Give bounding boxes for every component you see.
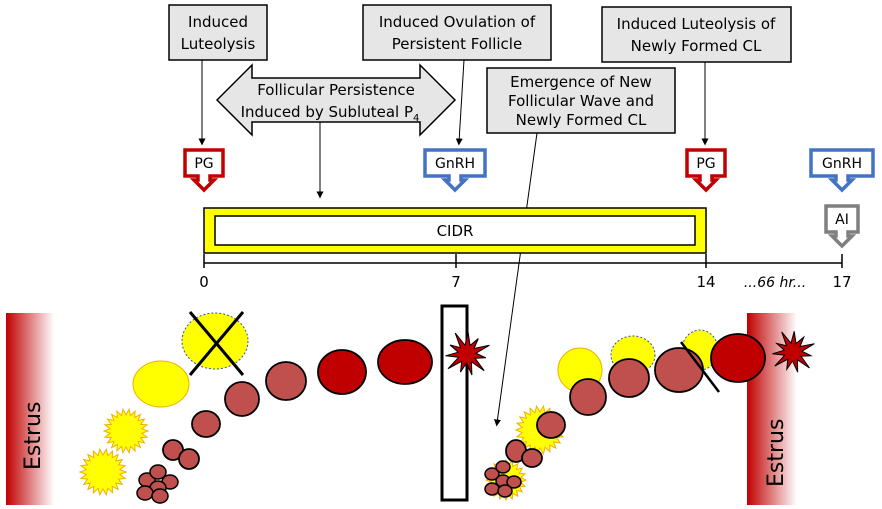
corpus-luteum [132,360,190,408]
follicle [654,347,704,393]
tick-label: 7 [451,273,461,291]
callout-text-line: Induced Ovulation of [379,13,536,31]
treatment-markers: PG GnRH PG GnRH AI [183,148,875,249]
treatment-marker-gnrh: GnRH [809,148,875,193]
corpus-hemorrhagicum-group [78,407,150,497]
callout-text-line: Luteolysis [181,35,256,53]
follicle [265,361,307,401]
treatment-label: GnRH [822,156,862,172]
callout-text-line: Follicular Wave and [508,92,654,110]
callout-induced-luteolysis: Induced Luteolysis [168,4,268,146]
cidr-device: CIDR [203,207,707,254]
tick-label: 0 [199,273,209,291]
treatment-label: PG [696,156,715,172]
tick-label: 17 [832,273,851,291]
callout-text-line: Newly Formed CL [631,37,762,55]
treatment-label: PG [194,156,213,172]
subscript-text: 4 [413,113,419,124]
gap-label: ...66 hr... [744,275,806,291]
dominant-follicle [317,349,367,395]
estrus-label: Estrus [764,419,789,487]
follicle [224,381,260,417]
corpus-hemorrhagicum-icon [102,407,150,455]
callout-induced-luteolysis-new-cl: Induced Luteolysis of Newly Formed CL [601,6,792,146]
treatment-marker-pg: PG [183,148,225,193]
callout-down-arrow-icon [685,148,727,193]
treatment-marker-ai: AI [824,204,860,249]
callout-induced-ovulation: Induced Ovulation of Persistent Follicle [362,4,552,146]
follicle [536,411,566,439]
callout-text-line: Induced [188,13,248,31]
x-mark [188,311,245,376]
pointer-arrow [455,59,465,146]
follicle [178,448,200,470]
treatment-marker-gnrh: GnRH [423,148,487,193]
tick-label: 14 [696,273,715,291]
follicle [191,410,221,438]
cidr-label: CIDR [437,222,474,240]
follicle [569,378,607,416]
callout-text-line: Persistent Follicle [392,35,522,53]
follicle-cluster [484,460,522,498]
follicle [608,358,650,398]
callout-text-line: Newly Formed CL [516,111,647,129]
callout-text-line: Follicular Persistence [257,81,415,99]
treatment-marker-pg: PG [685,148,727,193]
treatment-label: AI [835,212,849,228]
cl-regressing [181,311,249,376]
callout-down-arrow-icon [423,148,487,193]
timeline-axis: 0 7 14 17 ...66 hr... [199,254,852,291]
ovulation-burst-icon [445,332,490,376]
estrus-bar-left: Estrus [6,313,54,505]
estrus-label: Estrus [21,402,46,470]
callout-emergence: Emergence of New Follicular Wave and New… [486,67,676,427]
callout-down-arrow-icon [183,148,225,193]
pointer-arrow [494,132,538,427]
ovulation-burst-icon [772,331,815,373]
callout-down-arrow-icon [809,148,875,193]
dominant-follicle [377,339,433,385]
callout-text-line: Induced Luteolysis of [617,15,776,33]
treatment-label: GnRH [435,156,475,172]
dominant-follicle [710,333,766,383]
ovulation-window-box [440,304,469,502]
follicle-cluster [136,464,179,504]
callout-down-arrow-icon [824,204,860,249]
callout-text-line: Emergence of New [510,73,652,91]
corpus-hemorrhagicum-icon [78,447,128,497]
callout-text: Induced by Subluteal P [241,103,413,121]
callout-follicular-persistence: Follicular Persistence Induced by Sublut… [215,63,457,199]
follicle [521,448,543,468]
callout-text-line: Induced by Subluteal P4 [241,103,420,124]
x-mark [680,341,720,393]
